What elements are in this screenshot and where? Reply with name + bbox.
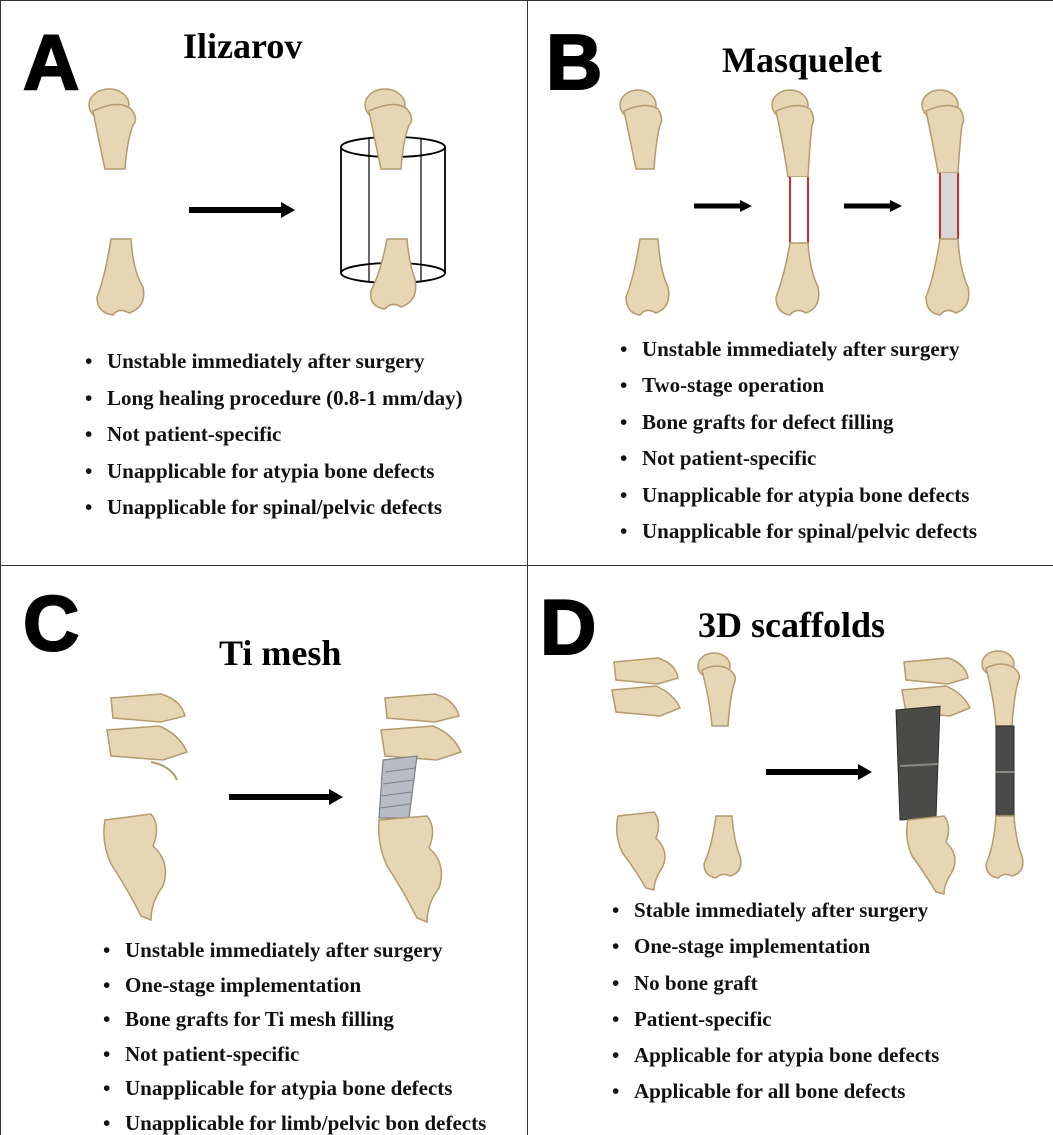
list-item: Unapplicable for atypia bone defects	[620, 477, 977, 513]
panel-3d-scaffolds: D 3D scaffolds	[528, 566, 1053, 1135]
list-item: Unapplicable for spinal/pelvic defects	[620, 513, 977, 549]
list-item: Not patient-specific	[85, 416, 463, 453]
femur-in-frame	[365, 89, 416, 309]
feature-list: Unstable immediately after surgery Two-s…	[620, 331, 977, 549]
vertebrae-with-defect	[107, 694, 187, 780]
list-item: Bone grafts for Ti mesh filling	[103, 1002, 486, 1037]
femur-with-scaffold	[982, 651, 1023, 878]
arrow-right-icon	[766, 764, 872, 780]
feature-list: Unstable immediately after surgery One-s…	[103, 933, 486, 1135]
vertebrae-with-ti-mesh	[379, 694, 461, 922]
list-item: Unstable immediately after surgery	[620, 331, 977, 367]
list-item: Not patient-specific	[103, 1037, 486, 1072]
panel-ilizarov: A Ilizarov Unstab	[0, 0, 528, 566]
ilizarov-illustration	[1, 1, 528, 341]
list-item: Unstable immediately after surgery	[103, 933, 486, 968]
list-item: No bone graft	[612, 965, 939, 1001]
list-item: Applicable for all bone defects	[612, 1073, 939, 1109]
femur-with-cement-spacer	[772, 90, 819, 315]
feature-list: Stable immediately after surgery One-sta…	[612, 892, 939, 1110]
femur-proximal	[698, 653, 735, 726]
list-item: Bone grafts for defect filling	[620, 404, 977, 440]
list-item: One-stage implementation	[612, 928, 939, 964]
list-item: Unapplicable for atypia bone defects	[103, 1071, 486, 1106]
masquelet-illustration	[528, 1, 1053, 331]
arrow-right-icon	[229, 789, 343, 805]
sacrum	[617, 812, 665, 890]
feature-list: Unstable immediately after surgery Long …	[85, 343, 463, 526]
femur-with-bone-graft	[922, 90, 969, 315]
scaffold-illustration	[528, 566, 1053, 896]
arrow-right-icon	[694, 200, 752, 212]
panel-ti-mesh: C Ti mesh Unstable immediately after sur…	[0, 566, 528, 1135]
arrow-right-icon	[844, 200, 902, 212]
ti-mesh-illustration	[1, 566, 528, 936]
arrow-right-icon	[189, 202, 295, 218]
list-item: Long healing procedure (0.8-1 mm/day)	[85, 380, 463, 417]
panel-masquelet: B Masquelet	[528, 0, 1053, 566]
vertebrae-with-scaffold	[896, 658, 970, 894]
list-item: Unapplicable for limb/pelvic bon defects	[103, 1106, 486, 1135]
vertebrae-with-defect	[612, 658, 680, 716]
list-item: Not patient-specific	[620, 440, 977, 476]
list-item: One-stage implementation	[103, 968, 486, 1003]
femur-distal	[704, 816, 741, 878]
femur-distal	[97, 239, 144, 315]
list-item: Unstable immediately after surgery	[85, 343, 463, 380]
list-item: Unapplicable for spinal/pelvic defects	[85, 489, 463, 526]
list-item: Unapplicable for atypia bone defects	[85, 453, 463, 490]
list-item: Patient-specific	[612, 1001, 939, 1037]
list-item: Applicable for atypia bone defects	[612, 1037, 939, 1073]
list-item: Two-stage operation	[620, 367, 977, 403]
list-item: Stable immediately after surgery	[612, 892, 939, 928]
femur-with-defect	[620, 90, 669, 315]
sacrum	[104, 814, 166, 920]
femur-proximal	[89, 89, 136, 169]
